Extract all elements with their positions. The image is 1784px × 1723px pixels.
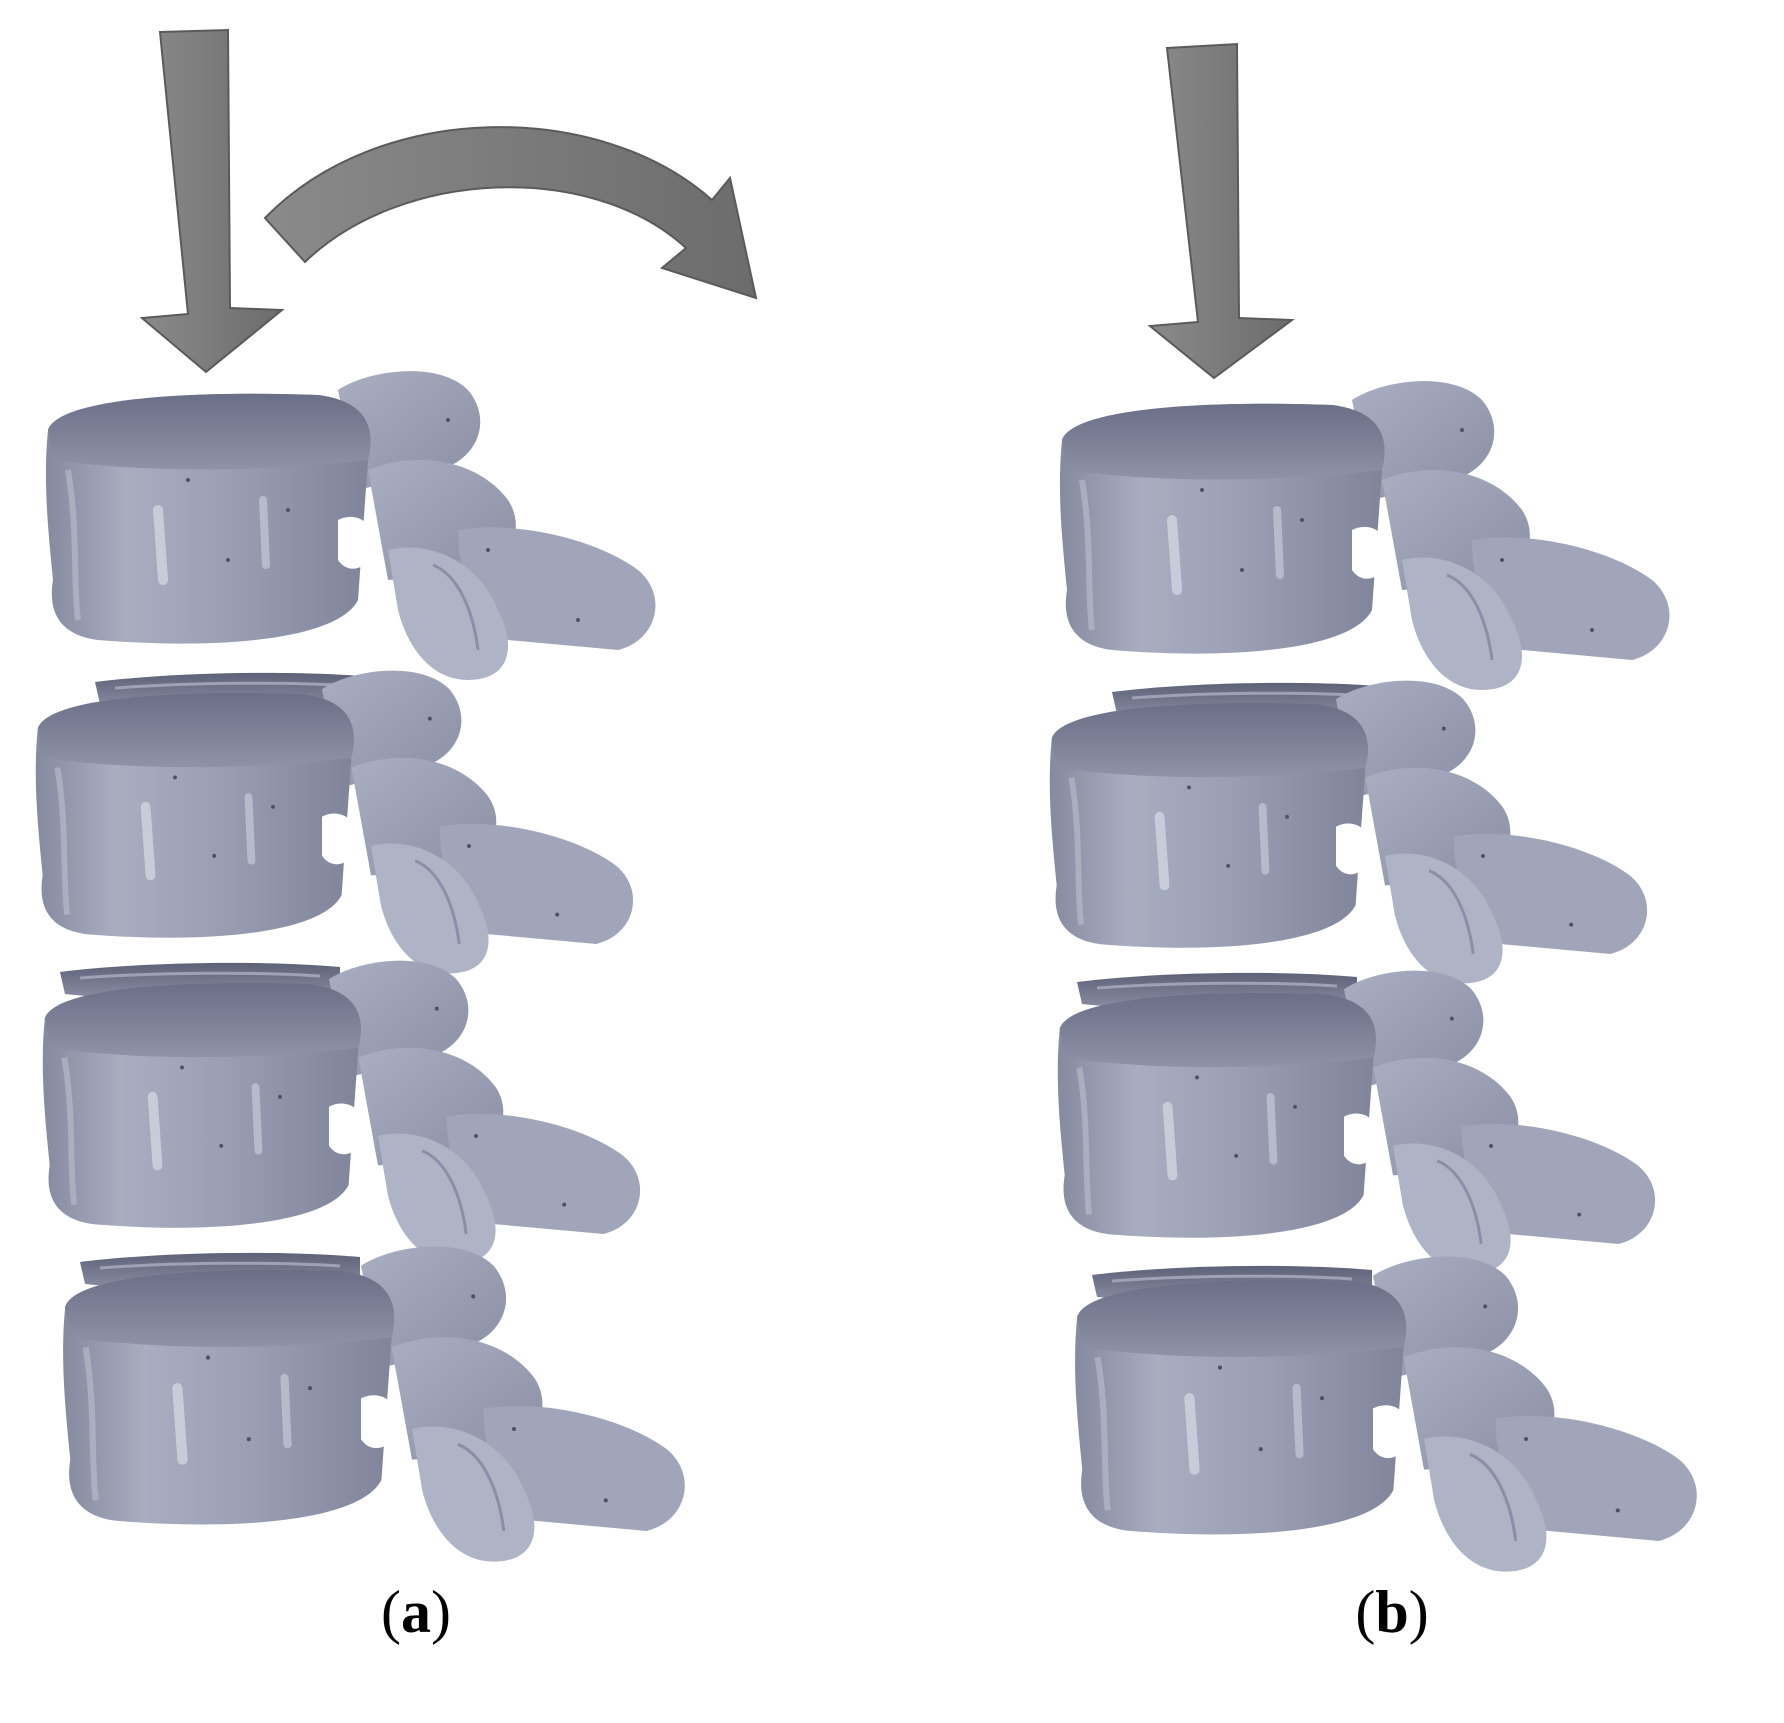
- spine-model-a: [0, 28, 758, 1580]
- panel-a-label: (a): [381, 1579, 451, 1645]
- down-arrow-icon: [1147, 42, 1295, 380]
- panel-b: (b): [892, 0, 1784, 1723]
- down-arrow-icon: [139, 28, 285, 374]
- panel-a: (a): [0, 28, 758, 1645]
- vertebra-l4: [63, 1246, 685, 1561]
- vertebra-l1: [46, 371, 656, 680]
- vertebra-l1: [1060, 381, 1670, 690]
- vertebra-l2: [36, 671, 633, 974]
- vertebra-l2: [1050, 681, 1647, 984]
- vertebra-l4: [1075, 1256, 1697, 1571]
- panel-b-label: (b): [1355, 1579, 1429, 1645]
- spine-model-b: [892, 42, 1784, 1580]
- curved-arrow-icon: [263, 126, 758, 300]
- vertebra-l3: [43, 961, 640, 1264]
- vertebra-l3: [1058, 971, 1655, 1274]
